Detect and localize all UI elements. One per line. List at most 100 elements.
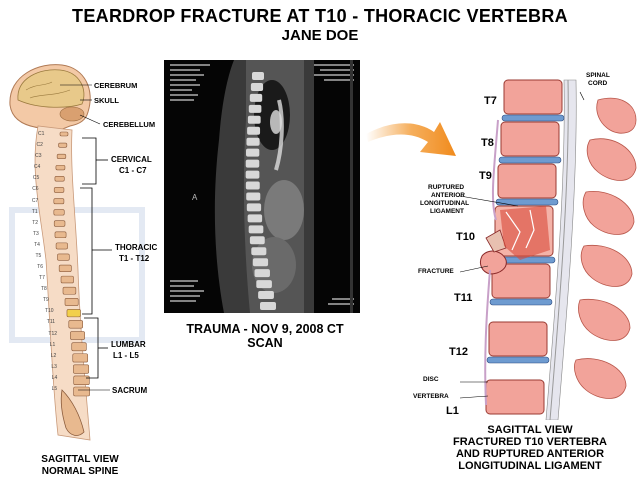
- vertebra-l5: [73, 386, 90, 397]
- ct-vertebra: [250, 82, 264, 91]
- ct-vertebra: [246, 137, 260, 146]
- vertebra-t10: [66, 309, 81, 318]
- label-l1: L1: [446, 405, 459, 417]
- sacrum-bone: [60, 389, 85, 436]
- label-t11: T11: [454, 292, 473, 304]
- vertebral-body: [497, 163, 557, 199]
- fracture-illustration: [460, 79, 637, 420]
- page-title: TEARDROP FRACTURE AT T10 - THORACIC VERT…: [72, 6, 568, 26]
- intervertebral-disc: [489, 298, 553, 306]
- vertebra-t9: [64, 298, 79, 306]
- brain-cerebrum: [17, 69, 85, 108]
- label-spinal-cord-2: CORD: [588, 80, 608, 87]
- vertebra-label: T1: [31, 208, 38, 215]
- vertebra-label: T4: [34, 241, 40, 248]
- vertebra-label: T7: [39, 275, 45, 282]
- ct-vertebra: [248, 104, 262, 113]
- ct-scan-graphic: [170, 60, 354, 313]
- label-ruptured-3: LONGITUDINAL: [420, 200, 470, 207]
- ct-vertebra: [248, 225, 264, 234]
- vertebra-c7: [53, 198, 65, 205]
- ct-vertebra: [247, 214, 263, 223]
- label-fracture: FRACTURE: [418, 268, 454, 275]
- ct-vertebra: [246, 148, 260, 157]
- label-cervical: CERVICAL: [111, 155, 152, 164]
- vertebra-t8: [62, 286, 77, 295]
- vertebral-body: [500, 121, 560, 157]
- label-spinal-cord-1: SPINAL: [586, 72, 610, 79]
- intervertebral-disc: [501, 114, 565, 122]
- ct-vertebra: [252, 72, 264, 80]
- vertebra-label: C5: [32, 175, 40, 182]
- vertebra-t11: [68, 320, 83, 329]
- ct-vertebra: [245, 181, 260, 190]
- label-t12: T12: [449, 346, 468, 358]
- ct-scan-caption: TRAUMA - NOV 9, 2008 CT SCAN: [186, 322, 344, 350]
- ct-vertebra: [251, 247, 267, 256]
- ct-vertebra: [256, 280, 272, 289]
- ct-vertebra: [249, 236, 265, 245]
- fracture-caption-3: AND RUPTURED ANTERIOR: [455, 448, 605, 460]
- vertebra-label: C3: [35, 153, 42, 160]
- vertebra-label: L2: [50, 352, 57, 359]
- normal-spine-caption-1: SAGITTAL VIEW: [41, 454, 119, 465]
- vertebra-c4: [55, 164, 66, 171]
- vertebra-label: L5: [51, 386, 58, 392]
- label-cerebellum: CEREBELLUM: [103, 120, 156, 129]
- cerebellum: [59, 106, 85, 122]
- ct-vertebra: [246, 203, 262, 212]
- vertebra-label: T12: [48, 330, 58, 337]
- vertebra-t6: [58, 264, 72, 272]
- vertebra-label: C7: [31, 197, 39, 204]
- ct-vertebra: [247, 126, 261, 135]
- label-t9: T9: [479, 170, 492, 182]
- vertebra-label: T11: [46, 319, 56, 326]
- vertebra-t7: [60, 275, 74, 284]
- label-thoracic-range: T1 - T12: [119, 254, 150, 263]
- ct-vertebra: [258, 291, 274, 300]
- vertebra-label: C6: [32, 186, 39, 193]
- vertebra-l2: [72, 353, 89, 363]
- label-vertebra: VERTEBRA: [413, 393, 449, 400]
- intervertebral-disc: [486, 356, 550, 364]
- vertebra-t12: [70, 331, 85, 340]
- vertebral-body: [488, 321, 548, 357]
- vertebra-c1: [59, 131, 69, 137]
- patient-name: JANE DOE: [281, 27, 359, 44]
- ct-vertebra: [245, 170, 260, 179]
- vertebra-t4: [55, 242, 68, 250]
- vertebra-label: C2: [36, 142, 43, 149]
- ct-vertebra: [254, 269, 270, 278]
- label-cervical-range: C1 - C7: [119, 166, 147, 175]
- label-sacrum: SACRUM: [112, 386, 148, 395]
- vertebra-l1: [71, 342, 87, 352]
- vertebra-label: C1: [38, 131, 45, 137]
- ct-vertebra: [260, 302, 276, 310]
- vertebra-t3: [54, 231, 67, 239]
- vertebra-label: T9: [43, 297, 49, 304]
- vertebra-stack: [53, 131, 90, 397]
- fracture-caption-2: FRACTURED T10 VERTEBRA: [452, 436, 607, 448]
- ct-vertebra: [247, 115, 261, 124]
- label-skull: SKULL: [94, 96, 119, 105]
- ct-scan-image: A: [164, 60, 360, 313]
- vertebra-l3: [73, 364, 90, 374]
- label-cerebrum: CEREBRUM: [94, 81, 138, 90]
- label-t8: T8: [481, 137, 494, 149]
- vertebra-c3: [56, 153, 67, 159]
- label-ruptured-2: ANTERIOR: [431, 192, 465, 199]
- ct-vertebra: [252, 258, 269, 267]
- vertebra-label: T8: [40, 286, 47, 293]
- vertebra-l4: [73, 375, 90, 385]
- ct-vertebra: [245, 159, 260, 168]
- fracture-fragment: [479, 250, 507, 275]
- ct-marker-a: A: [192, 193, 198, 202]
- fracture-caption-4: LONGITUDINAL LIGAMENT: [458, 460, 602, 472]
- vertebra-c6: [53, 187, 65, 193]
- vertebral-body: [491, 263, 551, 299]
- vertebra-label: T3: [32, 230, 39, 237]
- label-disc: DISC: [423, 376, 439, 383]
- label-lumbar-range: L1 - L5: [113, 351, 139, 360]
- vertebra-label: T5: [35, 252, 42, 259]
- label-lumbar: LUMBAR: [111, 340, 146, 349]
